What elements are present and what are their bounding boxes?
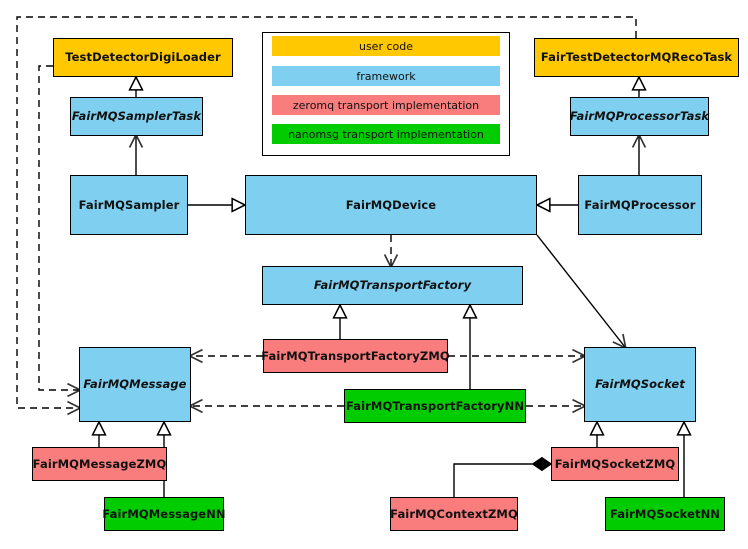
class-node-FairMQMessageZMQ[interactable]: FairMQMessageZMQ	[32, 447, 167, 481]
class-node-FairMQSocketZMQ[interactable]: FairMQSocketZMQ	[551, 447, 679, 481]
legend-item-nanomsg: nanomsg transport implementation	[272, 124, 500, 144]
solid-associations	[136, 136, 639, 497]
class-node-FairMQSocketNN[interactable]: FairMQSocketNN	[605, 497, 725, 531]
legend-item-framework: framework	[272, 66, 500, 86]
legend-label-framework: framework	[356, 69, 416, 83]
class-node-FairMQProcessorTask[interactable]: FairMQProcessorTask	[570, 97, 709, 136]
class-node-label: FairMQProcessor	[584, 197, 696, 212]
class-node-label: FairTestDetectorMQRecoTask	[540, 50, 733, 65]
class-node-FairMQProcessor[interactable]: FairMQProcessor	[578, 175, 702, 235]
edge-device-socket	[536, 234, 625, 347]
legend-item-user-code: user code	[272, 36, 500, 56]
edge-recotask-message	[16, 16, 637, 408]
class-node-FairMQSampler[interactable]: FairMQSampler	[70, 175, 188, 235]
legend-label-zeromq: zeromq transport implementation	[292, 98, 480, 112]
class-node-label: FairMQSocket	[595, 377, 685, 392]
class-node-label: FairMQSocketNN	[609, 506, 721, 521]
edge-contextzmq-socketzmq	[453, 464, 551, 497]
class-node-FairMQTransportFactoryNN[interactable]: FairMQTransportFactoryNN	[344, 389, 526, 423]
class-node-FairMQMessageNN[interactable]: FairMQMessageNN	[102, 497, 226, 531]
class-node-label: TestDetectorDigiLoader	[65, 50, 221, 65]
class-node-label: FairMQMessageZMQ	[32, 456, 167, 471]
edge-digiloader-message	[38, 65, 79, 390]
class-node-label: FairMQProcessorTask	[569, 109, 710, 124]
class-node-FairMQSocket[interactable]: FairMQSocket	[584, 347, 696, 422]
class-node-FairMQContextZMQ[interactable]: FairMQContextZMQ	[390, 497, 518, 531]
class-node-FairMQTransportFactoryZMQ[interactable]: FairMQTransportFactoryZMQ	[261, 339, 450, 373]
class-node-label: FairMQSocketZMQ	[554, 456, 676, 471]
class-node-label: FairMQMessage	[83, 377, 187, 392]
class-node-label: FairMQTransportFactoryNN	[345, 398, 525, 413]
class-node-label: FairMQSampler	[78, 197, 180, 212]
class-node-FairTestDetectorMQRecoTask[interactable]: FairTestDetectorMQRecoTask	[534, 38, 739, 77]
class-node-FairMQDevice[interactable]: FairMQDevice	[245, 175, 537, 235]
class-node-label: FairMQMessageNN	[102, 506, 226, 521]
class-node-label: FairMQContextZMQ	[390, 506, 518, 521]
class-node-FairMQMessage[interactable]: FairMQMessage	[79, 347, 191, 422]
solid-generalizations	[99, 77, 684, 497]
legend-label-user-code: user code	[358, 39, 414, 53]
class-node-label: FairMQTransportFactoryZMQ	[261, 348, 450, 363]
class-node-FairMQSamplerTask[interactable]: FairMQSamplerTask	[70, 97, 203, 136]
legend-label-nanomsg: nanomsg transport implementation	[288, 127, 484, 141]
class-node-label: FairMQTransportFactory	[313, 278, 472, 293]
legend-item-zeromq: zeromq transport implementation	[272, 95, 500, 115]
class-node-label: FairMQDevice	[345, 197, 437, 212]
class-node-label: FairMQSamplerTask	[71, 109, 202, 124]
class-node-TestDetectorDigiLoader[interactable]: TestDetectorDigiLoader	[53, 38, 233, 77]
dashed-dependencies	[16, 16, 637, 408]
class-node-FairMQTransportFactory[interactable]: FairMQTransportFactory	[262, 266, 523, 305]
